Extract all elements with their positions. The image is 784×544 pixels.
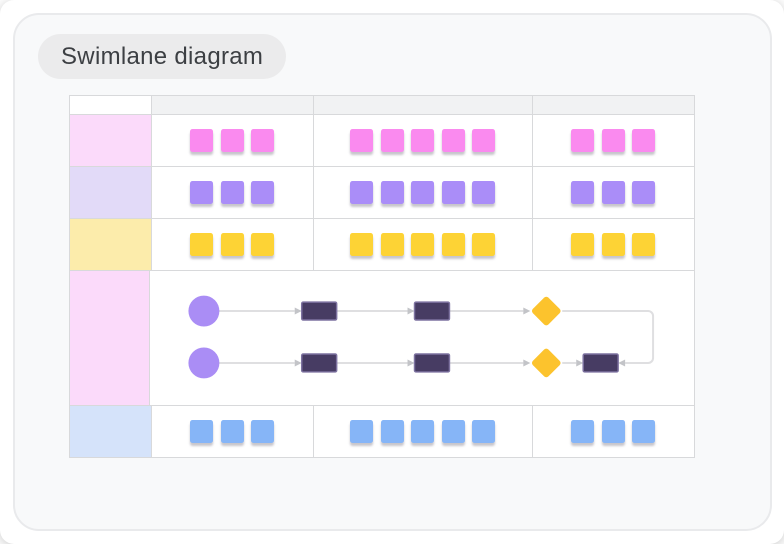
content-cell	[313, 115, 532, 166]
sticky-square	[571, 233, 595, 256]
sticky-square	[441, 129, 465, 152]
sticky-square	[190, 129, 214, 152]
sticky-square	[472, 181, 496, 204]
content-cell	[150, 406, 314, 457]
lane-row-lane-4	[70, 270, 694, 405]
header-cell	[531, 96, 694, 114]
task-node-shape	[582, 353, 619, 373]
lane-row-lane-1	[70, 114, 694, 166]
header-label-cell	[70, 96, 151, 114]
arrowhead-icon	[523, 307, 531, 315]
start-circle-shape	[188, 295, 220, 327]
sticky-square	[632, 233, 656, 256]
content-cell	[150, 219, 314, 270]
sticky-square	[251, 233, 275, 256]
sticky-square	[571, 181, 595, 204]
sticky-square	[251, 129, 275, 152]
lane-label-cell	[70, 406, 151, 457]
arrowhead-icon	[576, 359, 584, 367]
sticky-square	[632, 181, 656, 204]
lane-row-lane-3	[70, 218, 694, 270]
content-cell	[150, 115, 314, 166]
content-cell	[313, 406, 532, 457]
sticky-square	[441, 233, 465, 256]
sticky-square	[601, 181, 625, 204]
header-cell	[150, 96, 314, 114]
sticky-square	[472, 233, 496, 256]
content-cell	[313, 167, 532, 218]
start-circle-shape	[188, 347, 220, 379]
lane-label-cell	[70, 271, 149, 405]
arrowhead-icon	[407, 359, 415, 367]
header-cell	[313, 96, 532, 114]
flowchart-cell	[149, 271, 694, 405]
sticky-square	[190, 420, 214, 443]
sticky-square	[411, 181, 435, 204]
sticky-square	[380, 420, 404, 443]
sticky-square	[441, 181, 465, 204]
sticky-square	[441, 420, 465, 443]
arrowhead-icon	[294, 359, 302, 367]
sticky-square	[251, 420, 275, 443]
sticky-square	[601, 233, 625, 256]
sticky-square	[220, 233, 244, 256]
sticky-square	[472, 129, 496, 152]
sticky-square	[350, 420, 374, 443]
sticky-square	[380, 233, 404, 256]
sticky-square	[411, 233, 435, 256]
flowchart-canvas	[188, 295, 655, 379]
lane-label-cell	[70, 115, 151, 166]
arrowhead-icon	[294, 307, 302, 315]
sticky-square	[632, 420, 656, 443]
decision-diamond-shape	[531, 296, 561, 326]
task-node-shape	[300, 301, 338, 321]
sticky-square	[190, 233, 214, 256]
decision-diamond-shape	[531, 348, 561, 378]
sticky-square	[220, 181, 244, 204]
sticky-square	[380, 129, 404, 152]
swimlane-template-card[interactable]: Swimlane diagram	[13, 13, 772, 531]
sticky-square	[632, 129, 656, 152]
arrowhead-icon	[618, 359, 626, 367]
sticky-square	[380, 181, 404, 204]
sticky-square	[571, 420, 595, 443]
content-cell	[531, 406, 694, 457]
sticky-square	[220, 129, 244, 152]
arrowhead-icon	[523, 359, 531, 367]
sticky-square	[350, 233, 374, 256]
lane-row-lane-2	[70, 166, 694, 218]
sticky-square	[601, 129, 625, 152]
content-cell	[531, 167, 694, 218]
sticky-square	[350, 181, 374, 204]
content-cell	[531, 115, 694, 166]
page-title: Swimlane diagram	[61, 42, 264, 70]
swimlane-table	[69, 95, 695, 458]
sticky-square	[251, 181, 275, 204]
sticky-square	[190, 181, 214, 204]
lane-label-cell	[70, 167, 151, 218]
sticky-square	[411, 129, 435, 152]
content-cell	[313, 219, 532, 270]
content-cell	[150, 167, 314, 218]
loop-connector-line	[562, 310, 655, 364]
sticky-square	[601, 420, 625, 443]
title-pill: Swimlane diagram	[38, 34, 287, 79]
task-node-shape	[413, 301, 451, 321]
header-row	[70, 96, 694, 114]
sticky-square	[350, 129, 374, 152]
sticky-square	[220, 420, 244, 443]
lane-row-lane-5	[70, 405, 694, 457]
task-node-shape	[300, 353, 338, 373]
lane-label-cell	[70, 219, 151, 270]
content-cell	[531, 219, 694, 270]
arrowhead-icon	[407, 307, 415, 315]
sticky-square	[411, 420, 435, 443]
task-node-shape	[413, 353, 451, 373]
sticky-square	[472, 420, 496, 443]
sticky-square	[571, 129, 595, 152]
